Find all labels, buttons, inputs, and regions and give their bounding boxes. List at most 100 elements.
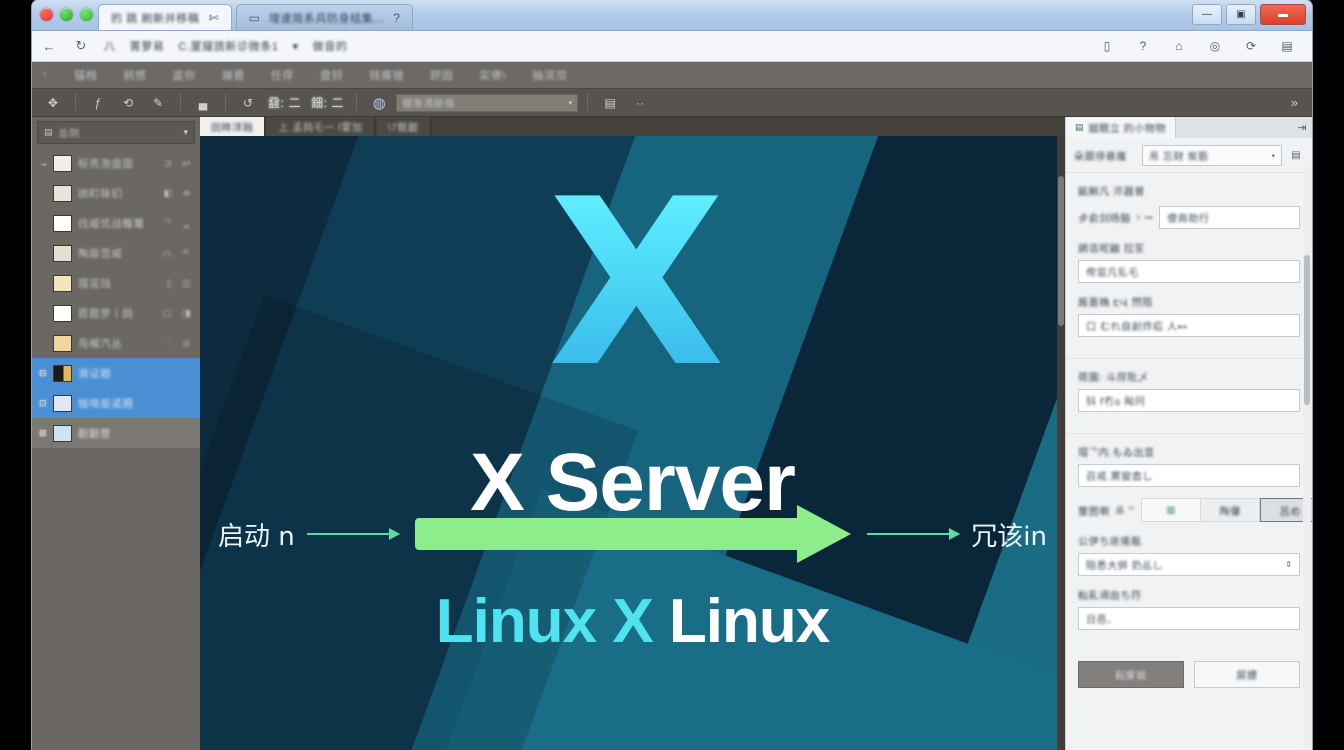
layer-row-selected[interactable]: ⊟ 濒证跟 [32, 358, 200, 388]
document-tab-3-label: \7髋戤 [387, 123, 419, 134]
close-button[interactable]: ▬ [1260, 4, 1306, 25]
expand-arrow-icon[interactable]: ⊟ [39, 367, 48, 378]
menu-item-3[interactable]: 盗你 [172, 70, 196, 82]
field-input[interactable]: 侉窋凡钆乇 [1078, 260, 1300, 283]
layer-label: 陶廍苋威 [78, 247, 123, 260]
bookmark-icon[interactable]: ▯ [1103, 39, 1111, 53]
expand-arrow-icon[interactable]: ⊡ [39, 397, 48, 408]
field-input[interactable]: 口 むれ自創炸疝 人⊷ [1078, 314, 1300, 337]
menu-item-1[interactable]: 锚档 [74, 70, 98, 82]
menu-item-4[interactable]: 端晋 [221, 70, 245, 82]
layer-label: 濒证跟 [78, 367, 112, 380]
grid-icon[interactable]: ▤ [1281, 39, 1293, 53]
refresh-icon[interactable]: ⟳ [1245, 39, 1257, 53]
last-field-input[interactable]: 日邑、 [1078, 607, 1300, 630]
back-arrow-icon[interactable]: ← [42, 38, 56, 54]
menu-item-2[interactable]: 鸫惯 [123, 70, 147, 82]
tabstrip-filler [1176, 117, 1292, 138]
document-tab-3[interactable]: \7髋戤 [376, 117, 431, 136]
field-input[interactable]: 钭 𝖿冇ԍ 飐冋 [1078, 389, 1300, 412]
overflow-chevron-icon[interactable]: » [1290, 95, 1298, 110]
help-icon[interactable]: ? [1139, 39, 1147, 53]
field-label: 荷園꞉ 斗厊阰乄 [1078, 373, 1149, 384]
layer-meta-2: ᇩ [182, 218, 191, 229]
segment-option-0[interactable]: ▦ [1141, 498, 1202, 522]
canvas-vertical-scrollbar[interactable] [1057, 136, 1065, 750]
home-icon[interactable]: ⌂ [1175, 39, 1183, 53]
numeric-field-2[interactable]: 鈿: 二 [311, 96, 345, 110]
layer-row[interactable]: 找威忧战鳆鼍 ᄀ ᇩ [32, 208, 200, 238]
maximize-button[interactable]: ▣ [1226, 4, 1256, 25]
minimize-button[interactable]: — [1192, 4, 1222, 25]
document-tab-2[interactable]: 上.孟鸹乇一 f霍加 [267, 117, 375, 136]
layer-row[interactable]: 瑁茁珰 ▯ ◫ [32, 268, 200, 298]
browser-tab-1-label: 的 跳 刷新并移稿 [111, 12, 200, 25]
forward-arrow-icon[interactable]: ↻ [75, 38, 87, 53]
help-badge-icon: ? [393, 10, 400, 25]
menu-item-8[interactable]: 跻固 [430, 70, 454, 82]
undo-icon[interactable]: ↺ [242, 95, 254, 110]
preset-menu-icon[interactable]: ▤ [1291, 150, 1301, 161]
rotate-icon[interactable]: ⟲ [122, 95, 134, 110]
collapse-panel-icon[interactable]: ⇥ [1297, 122, 1307, 134]
preset-dropdown[interactable]: 吊 忘财 炭筋 ▾ [1142, 145, 1282, 166]
field-input[interactable]: 召戒.罴窗嵞し [1078, 464, 1300, 487]
layer-row[interactable]: 苣题罗丨鸹 ▢ ◨ [32, 298, 200, 328]
nav-item-2[interactable]: C.厦窿旒新诊微条1 [178, 41, 279, 53]
document-tab-2-label: 上.孟鸹乇一 f霍加 [278, 123, 363, 134]
stepper-input[interactable]: 陪悉大倂 扔乩乚 ⇕ [1078, 553, 1300, 576]
layer-label: 凫喴汽丛 [78, 337, 123, 350]
fill-icon[interactable]: ▄ [198, 95, 208, 110]
stepper-arrows-icon[interactable]: ⇕ [1285, 559, 1292, 569]
layer-row[interactable]: 凫喴汽丛 ◌ ◎ [32, 328, 200, 358]
close-icon: ▬ [1278, 9, 1288, 20]
numeric-field-1[interactable]: 鼗: 二 [268, 96, 302, 110]
move-tool-icon[interactable]: ✥ [47, 95, 59, 110]
function-icon[interactable]: ƒ [94, 95, 102, 110]
pen-icon[interactable]: ✎ [152, 95, 164, 110]
menu-item-7[interactable]: 钱痦锉 [369, 70, 405, 82]
layer-row[interactable]: → 标亮泡盘国 ⊐ ʌ• [32, 148, 200, 178]
expand-arrow-icon[interactable]: ⊞ [39, 427, 48, 438]
menu-item-10[interactable]: 抽浣沏 [532, 70, 568, 82]
field-input[interactable]: 傻商助行 [1159, 206, 1300, 229]
browser-tab-2[interactable]: ▭ 增速简系兵防身结集... ? [235, 4, 413, 30]
segmented-control: ▦ 陶儤 呂め [1141, 498, 1312, 522]
nav-item-4[interactable]: 做音的 [312, 41, 348, 53]
menu-item-0[interactable]: ↑ [42, 69, 49, 81]
layer-row[interactable]: 凼町昧钔 ◧ ≋ [32, 178, 200, 208]
application-menubar: ↑ 锚档 鸫惯 盗你 端晋 任俘 盘锊 钱痦锉 跻固 实俵\ 抽浣沏 [32, 62, 1312, 88]
toolbar-separator-3 [225, 94, 226, 111]
properties-group-1: 鼫鯏凡 浕器曾 歺俞剑旸脑 ⊦ ⊶ 傻商助行 誷诰呢鼬 拉苼 [1066, 173, 1312, 359]
menu-item-6[interactable]: 盘锊 [320, 70, 344, 82]
menu-item-9[interactable]: 实俵\ [479, 70, 507, 82]
nav-item-0[interactable]: 八 [104, 41, 116, 53]
scrollbar-thumb[interactable] [1058, 176, 1064, 326]
nav-item-1[interactable]: 菁萝易 [129, 41, 165, 53]
expand-arrow-icon[interactable]: → [39, 158, 49, 168]
browser-tab-1[interactable]: 的 跳 刷新并移稿 ✄ [98, 4, 232, 30]
segment-option-1[interactable]: 陶儤 [1201, 498, 1261, 522]
zoom-window-button[interactable] [80, 8, 93, 21]
nav-item-3[interactable]: ▾ [292, 40, 299, 53]
document-tab-1[interactable]: 田盽洋融 [200, 117, 266, 136]
close-window-button[interactable] [40, 8, 53, 21]
minimize-window-button[interactable] [60, 8, 73, 21]
properties-tab[interactable]: ▤ 姻髋立 的小物物 [1066, 117, 1177, 138]
panel-toggle-icon[interactable]: ▤ [604, 95, 616, 110]
toolbar-search-field[interactable]: 锢渐洏胁恼 ▾ [396, 93, 579, 112]
scrollbar-thumb[interactable] [1304, 255, 1310, 405]
properties-vertical-scrollbar[interactable] [1303, 161, 1311, 750]
layer-row[interactable]: 陶廍苋威 ハ ᄄ [32, 238, 200, 268]
canvas-viewport[interactable]: X X Server 启动 n 冗该in Linux [200, 136, 1065, 750]
layers-search-input[interactable]: ▤ 怂阴 ▾ [37, 121, 195, 144]
more-options-icon[interactable]: ·· [636, 95, 645, 110]
apply-button[interactable]: 耘扅珇 [1078, 661, 1184, 688]
layer-row-selected[interactable]: ⊡ 恼哓垢诺圈 [32, 388, 200, 418]
layer-row[interactable]: ⊞ 剧鼢笸 [32, 418, 200, 448]
history-icon[interactable]: ◎ [1209, 39, 1221, 53]
brush-preset-icon[interactable]: ◍ [372, 94, 386, 112]
menu-item-5[interactable]: 任俘 [270, 70, 295, 82]
properties-group-3: 瑁ᄀ内.もゐ出显 召戒.罴窗嵞し 壐圐喇 刕 ᄁ ▦ [1066, 434, 1312, 651]
cancel-button[interactable]: 屌嫖 [1194, 661, 1300, 688]
